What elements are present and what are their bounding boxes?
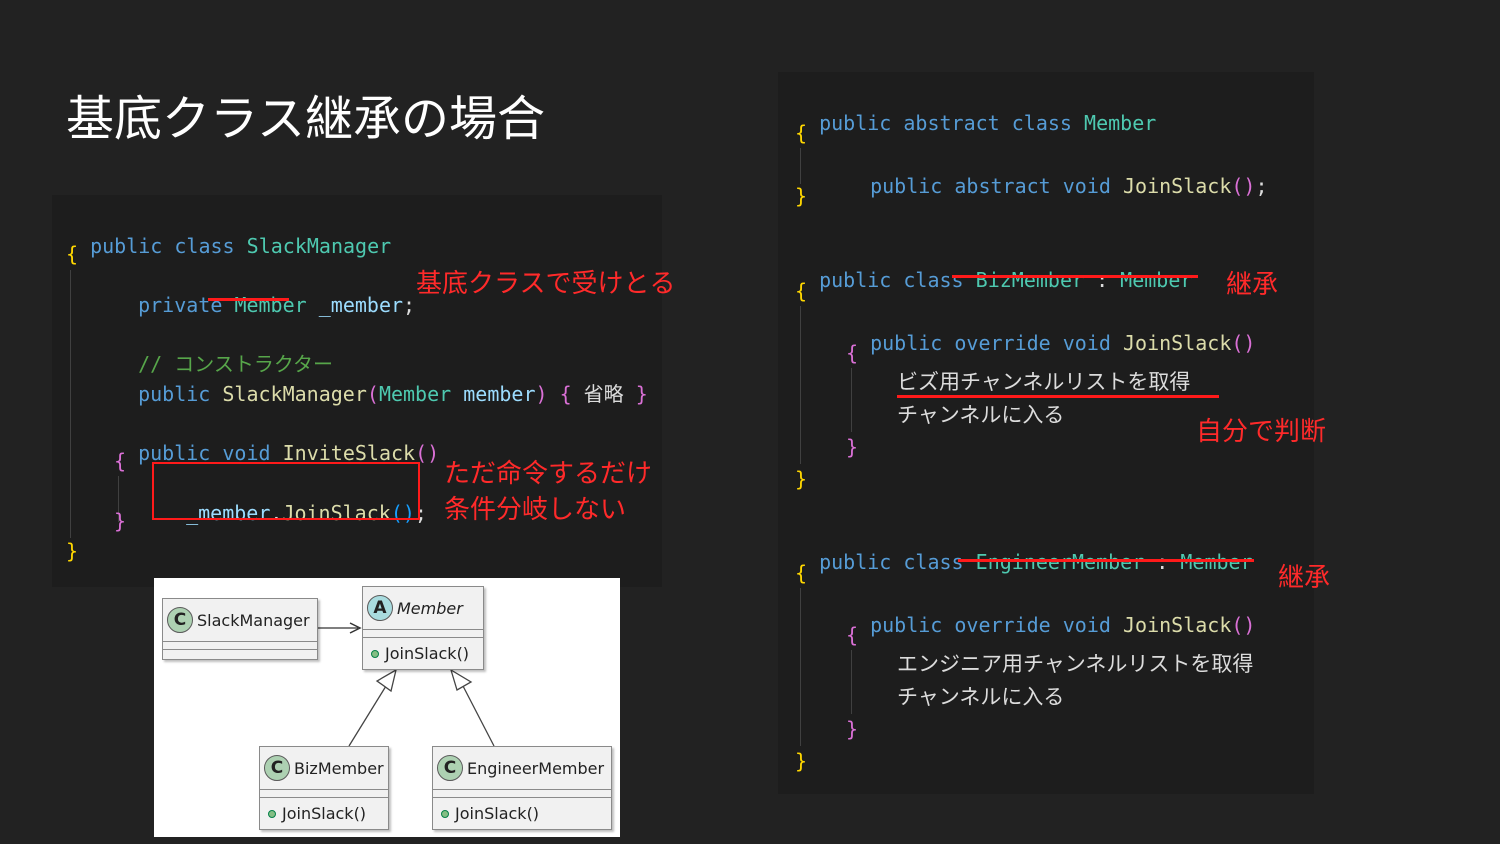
code-line-ctor: public SlackManager(Member member) { 省略 …: [138, 382, 648, 406]
uml-class-diagram: C SlackManager A Member JoinSlack() C Bi…: [154, 578, 620, 837]
uml-class-member: A Member JoinSlack(): [362, 586, 484, 670]
right-code-panel: [778, 72, 1314, 794]
biz-inheritance-arrowhead: [375, 668, 397, 693]
code-engineer-line2: チャンネルに入る: [897, 685, 1065, 709]
class-method: JoinSlack(): [282, 804, 367, 823]
annotation-no-branch: 条件分岐しない: [444, 495, 627, 525]
code-engineer-line1: エンジニア用チャンネルリストを取得: [897, 652, 1254, 676]
biz-channel-underline: [897, 395, 1219, 398]
uml-class-biz-member: C BizMember JoinSlack(): [259, 746, 389, 830]
association-arrowhead: [349, 622, 362, 634]
code-line-engineer-decl: public class EngineerMember : Member: [819, 550, 1253, 574]
slide-title: 基底クラス継承の場合: [66, 91, 546, 147]
indent-guide: [118, 476, 119, 522]
class-name: EngineerMember: [467, 758, 605, 778]
uml-class-engineer-member: C EngineerMember JoinSlack(): [432, 746, 612, 830]
code-line-member-decl: public abstract class Member: [819, 111, 1157, 135]
biz-inherit-underline: [952, 275, 1198, 278]
class-name: Member: [397, 598, 463, 618]
engineer-inheritance-line: [462, 685, 495, 747]
code-engineer-method-close: }: [846, 717, 859, 741]
code-line-engineer-method: public override void JoinSlack(): [870, 613, 1256, 637]
public-method-icon: [441, 809, 449, 818]
public-method-icon: [371, 649, 379, 658]
annotation-base-class: 基底クラスで受けとる: [416, 269, 676, 299]
biz-inheritance-line: [348, 685, 387, 747]
uml-relations: [317, 622, 495, 747]
code-biz-method-close: }: [846, 435, 859, 459]
indent-guide: [800, 148, 801, 184]
code-biz-method-open: {: [846, 341, 859, 365]
class-stereotype-icon: C: [437, 755, 463, 781]
code-member-close: }: [795, 184, 808, 208]
indent-guide: [800, 588, 801, 746]
left-code-panel: [52, 195, 662, 587]
code-method-open: {: [114, 449, 127, 473]
public-method-icon: [268, 809, 276, 818]
code-close-brace: }: [66, 539, 79, 563]
code-line-biz-decl: public class BizMember : Member: [819, 268, 1193, 292]
code-line-member-method: public abstract void JoinSlack();: [870, 174, 1268, 198]
indent-guide: [851, 650, 852, 714]
class-name: SlackManager: [197, 610, 310, 630]
code-line-biz-method: public override void JoinSlack(): [870, 331, 1256, 355]
code-biz-close: }: [795, 467, 808, 491]
code-comment: // コンストラクター: [138, 352, 334, 376]
class-stereotype-icon: C: [264, 755, 290, 781]
annotation-just-call: ただ命令するだけ: [444, 459, 653, 489]
code-line-method: public void InviteSlack(): [138, 441, 440, 465]
abstract-stereotype-icon: A: [367, 595, 393, 621]
indent-guide: [800, 306, 801, 464]
code-line-class-decl: public class SlackManager: [90, 234, 392, 258]
code-line-field: private Member _member;: [138, 293, 416, 317]
code-engineer-close: }: [795, 749, 808, 773]
code-method-close: }: [114, 509, 127, 533]
code-engineer-method-open: {: [846, 623, 859, 647]
annotation-inherit-biz: 継承: [1226, 270, 1279, 300]
call-highlight-box: [152, 462, 420, 520]
annotation-self-judge: 自分で判断: [1196, 417, 1327, 447]
code-biz-line2: チャンネルに入る: [897, 403, 1065, 427]
annotation-inherit-engineer: 継承: [1278, 563, 1331, 593]
code-member-open: {: [795, 121, 808, 145]
uml-class-slack-manager: C SlackManager: [162, 598, 318, 660]
class-name: BizMember: [294, 758, 384, 778]
class-stereotype-icon: C: [167, 607, 193, 633]
code-biz-open: {: [795, 279, 808, 303]
code-engineer-open: {: [795, 561, 808, 585]
field-type-underline: [208, 298, 289, 301]
class-method: JoinSlack(): [455, 804, 540, 823]
class-method: JoinSlack(): [385, 644, 470, 663]
engineer-inheritance-arrowhead: [449, 668, 473, 691]
indent-guide: [851, 368, 852, 432]
code-biz-line1: ビズ用チャンネルリストを取得: [897, 370, 1191, 394]
engineer-inherit-underline: [958, 559, 1254, 562]
code-open-brace: {: [66, 242, 79, 266]
indent-guide: [70, 270, 71, 538]
